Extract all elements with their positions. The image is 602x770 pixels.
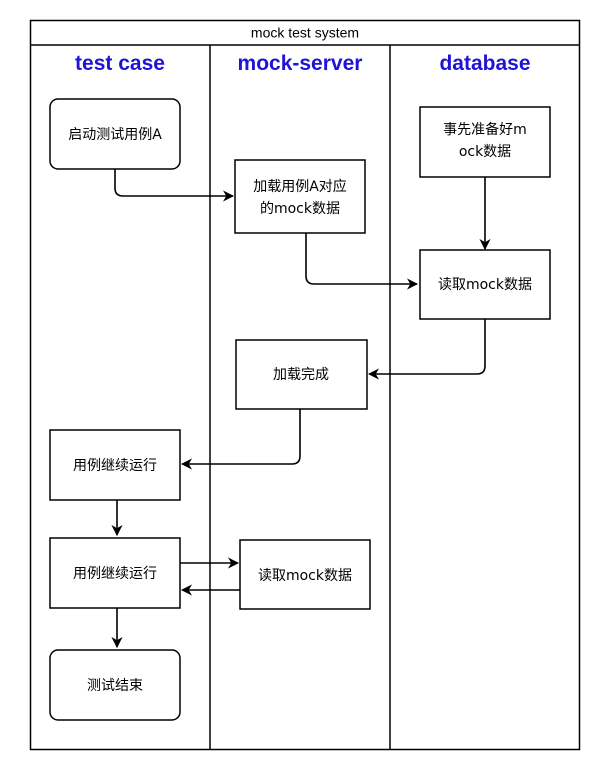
node-start-case[interactable]: 启动测试用例A	[49, 98, 181, 170]
node-label: 启动测试用例A	[68, 127, 162, 143]
node-continue-1[interactable]: 用例继续运行	[49, 429, 181, 501]
node-label: 加载用例A对应	[253, 178, 347, 195]
node-test-end[interactable]: 测试结束	[49, 649, 181, 721]
node-label: 读取mock数据	[258, 567, 352, 584]
lane-title-database: database	[439, 52, 530, 75]
node-label: 事先准备好m	[443, 121, 527, 138]
node-continue-2[interactable]: 用例继续运行	[49, 537, 181, 609]
node-label: 用例继续运行	[73, 457, 157, 474]
edge-read-db-to-load-done	[367, 319, 486, 380]
node-read-db[interactable]: 读取mock数据	[419, 249, 551, 320]
node-prepare-data[interactable]: 事先准备好m ock数据	[419, 106, 551, 178]
lane-title-mock-server: mock-server	[238, 52, 363, 75]
nodes: 启动测试用例A 加载用例A对应 的mock数据 事先准备好m ock数据 读取m…	[49, 98, 551, 721]
edge-start-to-load	[114, 169, 235, 202]
node-label: 的mock数据	[260, 201, 340, 217]
diagram-title: mock test system	[251, 25, 359, 41]
edge-load-done-to-continue	[180, 409, 301, 470]
connectors	[111, 169, 491, 649]
node-label: 测试结束	[87, 678, 143, 694]
edge-load-to-read-db	[305, 233, 419, 290]
node-label: ock数据	[459, 144, 511, 160]
node-label: 读取mock数据	[438, 276, 532, 293]
node-label: 用例继续运行	[73, 565, 157, 582]
node-label: 加载完成	[273, 367, 329, 383]
node-read-server[interactable]: 读取mock数据	[239, 539, 371, 610]
lane-title-test-case: test case	[75, 52, 165, 75]
node-load-mock[interactable]: 加载用例A对应 的mock数据	[234, 159, 366, 234]
node-load-done[interactable]: 加载完成	[235, 339, 368, 410]
